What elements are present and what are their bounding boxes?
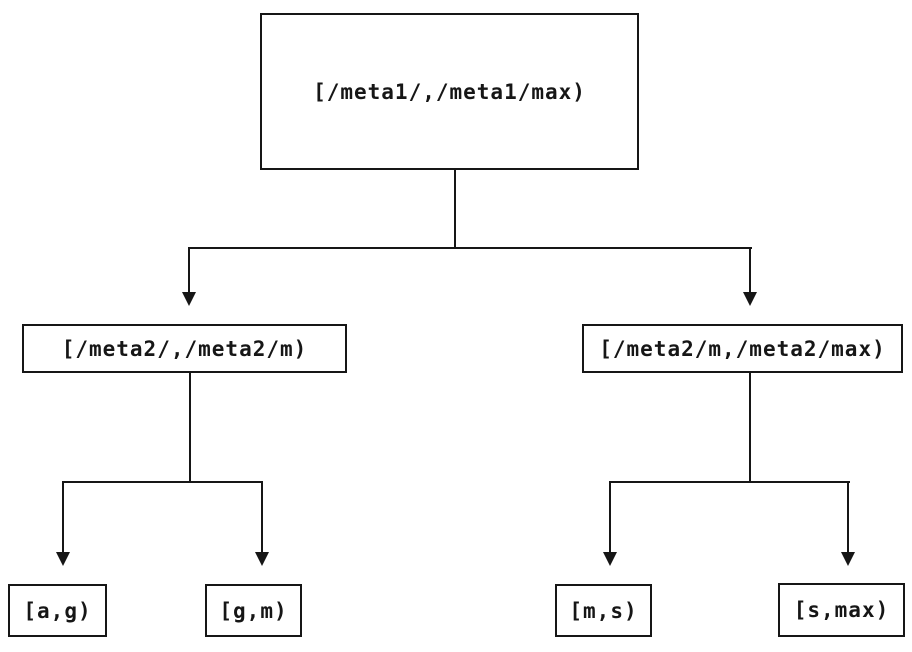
edge-right-leftdrop [609, 481, 611, 552]
node-leaf-ms: [m,s) [555, 584, 652, 637]
edge-root-rail [188, 247, 752, 249]
node-leaf-ag: [a,g) [8, 584, 107, 637]
node-root: [/meta1/,/meta1/max) [260, 13, 639, 170]
edge-root-left-drop [188, 247, 190, 293]
arrowhead-down-icon [743, 292, 757, 306]
arrowhead-down-icon [182, 292, 196, 306]
node-right: [/meta2/m,/meta2/max) [582, 324, 903, 373]
node-left: [/meta2/,/meta2/m) [22, 324, 347, 373]
edge-right-stem [749, 372, 751, 482]
node-leaf-gm: [g,m) [205, 584, 302, 637]
edge-left-rightdrop [261, 481, 263, 552]
edge-left-rail [62, 481, 263, 483]
arrowhead-down-icon [255, 552, 269, 566]
node-leaf-smax: [s,max) [778, 583, 905, 637]
edge-root-stem [454, 169, 456, 248]
arrowhead-down-icon [841, 552, 855, 566]
edge-right-rightdrop [847, 481, 849, 552]
arrowhead-down-icon [603, 552, 617, 566]
edge-left-leftdrop [62, 481, 64, 552]
edge-left-stem [189, 372, 191, 482]
edge-root-right-drop [749, 247, 751, 293]
edge-right-rail [609, 481, 850, 483]
arrowhead-down-icon [56, 552, 70, 566]
